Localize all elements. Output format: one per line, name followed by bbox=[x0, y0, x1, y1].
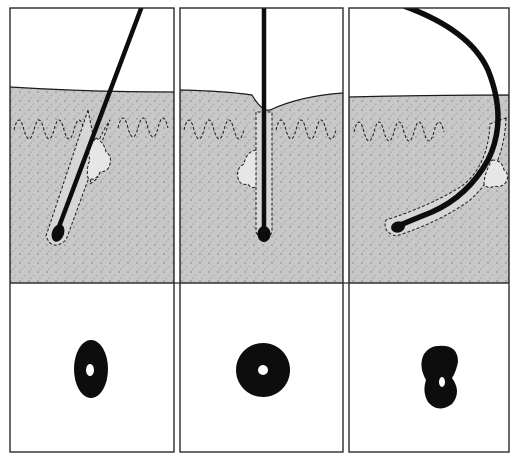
panel-oblique-hair bbox=[10, 6, 174, 452]
hair-bulb bbox=[258, 226, 271, 242]
skin-section bbox=[10, 87, 174, 283]
cross-section-medulla bbox=[86, 364, 94, 376]
panel-vertical-hair bbox=[180, 6, 343, 452]
skin-section bbox=[349, 95, 509, 283]
panel-curved-hair bbox=[349, 6, 509, 452]
cross-section-medulla bbox=[439, 377, 445, 387]
cross-section-medulla bbox=[258, 365, 268, 375]
cross-section-irregular bbox=[421, 346, 458, 409]
